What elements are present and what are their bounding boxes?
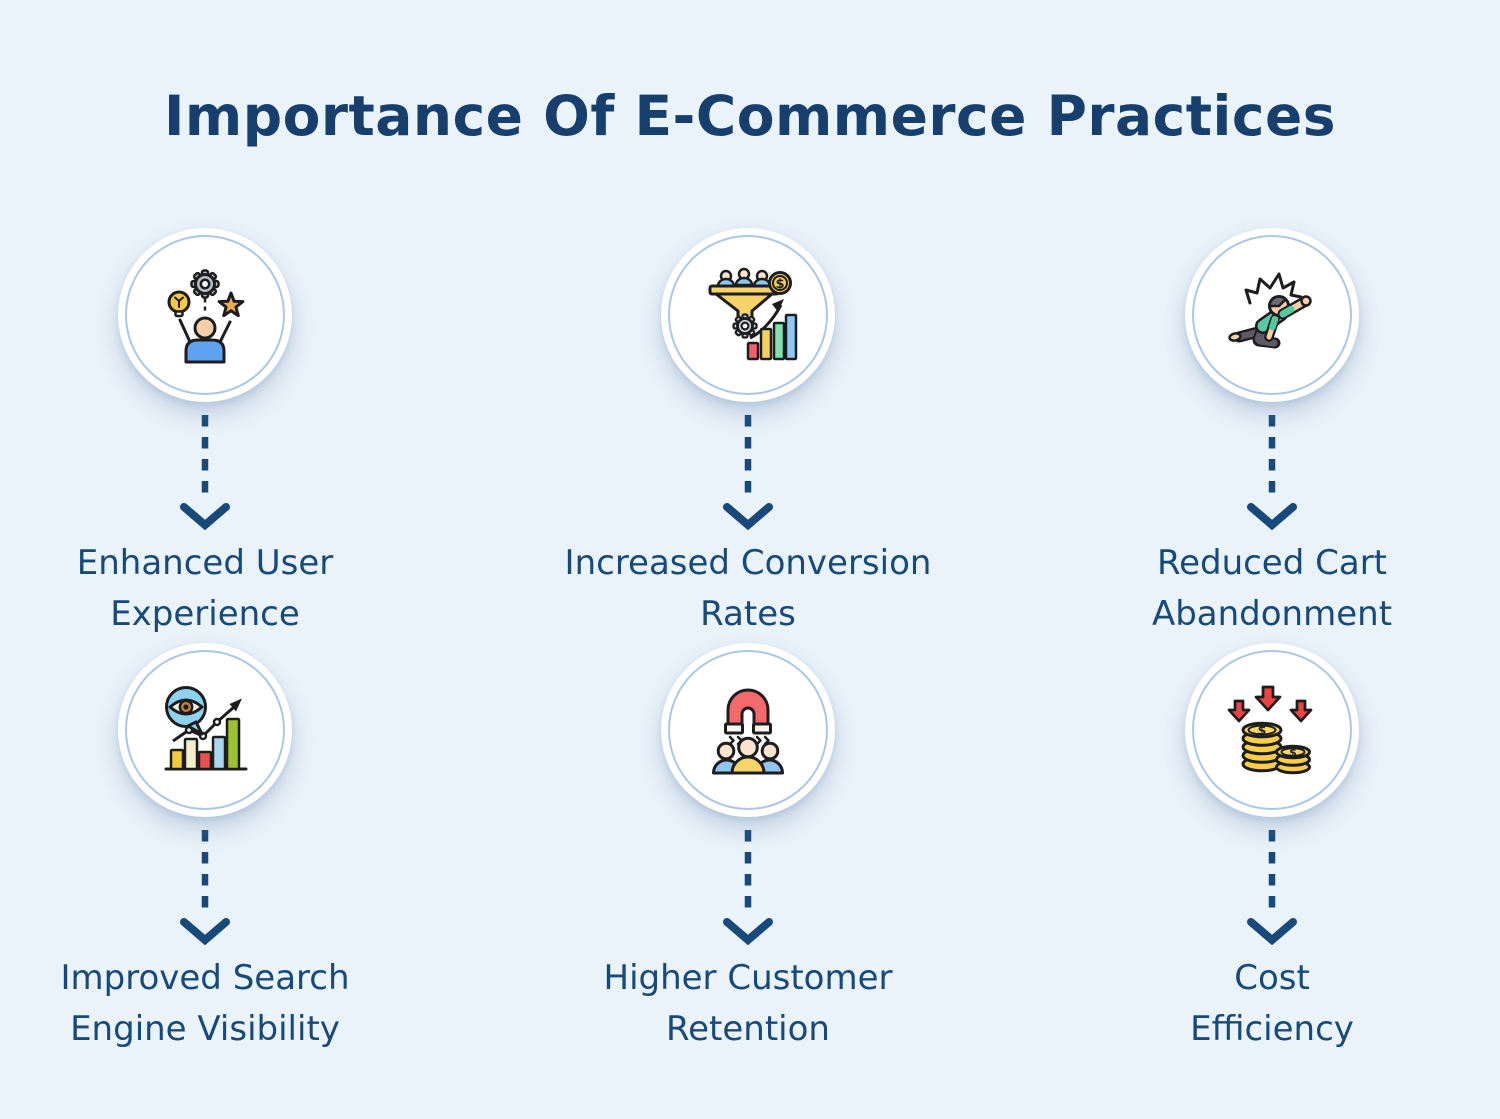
practice-label: Enhanced User Experience bbox=[76, 543, 334, 634]
practice-label: Improved Search Engine Visibility bbox=[60, 958, 350, 1049]
coins-cost-reduction-icon: $ $ bbox=[1222, 680, 1322, 780]
practice-card: Enhanced User Experience bbox=[0, 228, 435, 640]
svg-text:$: $ bbox=[775, 277, 784, 292]
practice-card: $ $ Cost Efficiency bbox=[1042, 643, 1500, 1055]
dashed-down-arrow bbox=[1247, 415, 1297, 530]
dashed-down-arrow bbox=[180, 415, 230, 530]
conversion-funnel-chart-icon: $ bbox=[698, 265, 798, 365]
practice-label: Reduced Cart Abandonment bbox=[1151, 543, 1393, 634]
icon-circle: $ $ bbox=[1185, 643, 1359, 817]
practice-card: $ bbox=[518, 228, 978, 640]
dashed-down-arrow bbox=[1247, 830, 1297, 945]
icon-circle bbox=[118, 228, 292, 402]
dashed-down-arrow bbox=[723, 830, 773, 945]
practice-card: Improved Search Engine Visibility bbox=[0, 643, 435, 1055]
practice-label: Higher Customer Retention bbox=[603, 958, 893, 1049]
icon-circle bbox=[118, 643, 292, 817]
practice-label: Increased Conversion Rates bbox=[564, 543, 932, 634]
icon-circle bbox=[661, 643, 835, 817]
eye-analytics-icon bbox=[155, 680, 255, 780]
icon-circle bbox=[1185, 228, 1359, 402]
page-title: Importance Of E-Commerce Practices bbox=[163, 84, 1337, 148]
practice-label: Cost Efficiency bbox=[1190, 958, 1354, 1049]
dashed-down-arrow bbox=[723, 415, 773, 530]
practice-card: Higher Customer Retention bbox=[518, 643, 978, 1055]
svg-text:$: $ bbox=[1258, 723, 1267, 738]
crawling-person-icon bbox=[1222, 265, 1322, 365]
icon-circle: $ bbox=[661, 228, 835, 402]
dashed-down-arrow bbox=[180, 830, 230, 945]
svg-text:$: $ bbox=[1289, 746, 1297, 759]
magnet-customers-icon bbox=[698, 680, 798, 780]
practice-card: Reduced Cart Abandonment bbox=[1042, 228, 1500, 640]
user-innovation-icon bbox=[155, 265, 255, 365]
